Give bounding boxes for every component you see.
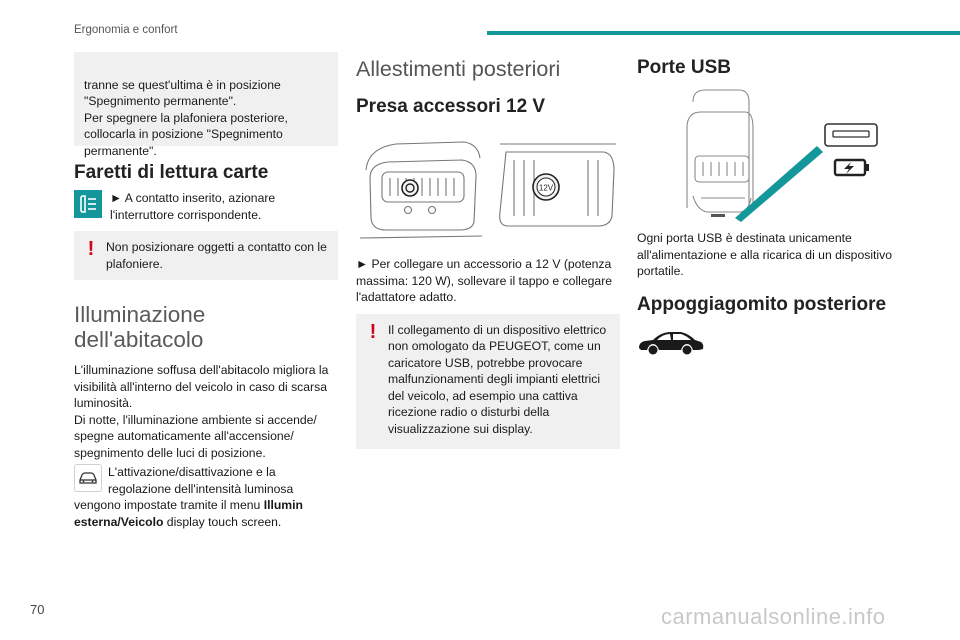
page-number: 70 [30,602,45,617]
interior-lighting-menu-after: display touch screen. [163,514,282,529]
rear-console-illustration: 12V [359,130,616,248]
column-left: tranne se quest'ultima è in posizione "S… [74,52,338,530]
warning-exclamation-icon: ! [87,238,95,260]
socket-warning-text: Il collegamento di un dispositivo elettr… [388,322,607,436]
socket-illustration: 12V [356,130,620,248]
interior-lighting-menu-before: L'attivazione/disattivazione e la regola… [74,465,294,512]
interior-lighting-menu: L'attivazione/disattivazione e la regola… [74,464,338,530]
car-icon [74,464,102,492]
heading-usb-ports: Porte USB [637,57,731,78]
header-accent-bar [487,31,960,35]
usb-console-illustration [686,89,878,222]
socket-warning-box: ! Il collegamento di un dispositivo elet… [356,313,620,449]
usb-port-icon [824,123,878,147]
column-middle: Allestimenti posteriori Presa accessori … [356,52,620,449]
heading-interior-lighting: Illuminazione dell'abitacolo [74,302,206,352]
socket-12v-label: 12V [539,184,554,193]
watermark: carmanualsonline.info [661,604,886,629]
intro-note-text: tranne se quest'ultima è in posizione "S… [84,77,288,158]
usb-text: Ogni porta USB è destinata unicamente al… [637,231,893,278]
socket-instruction-text: ► Per collegare un accessorio a 12 V (po… [356,257,613,304]
interior-lighting-menu-path: Illumin esterna/Veicolo [74,498,303,529]
reading-warning-box: ! Non posizionare oggetti a contatto con… [74,231,338,280]
usb-illustration [637,88,901,222]
heading-12v-socket: Presa accessori 12 V [356,96,546,117]
low-beam-lamp-icon [74,190,102,218]
heading-reading-lights: Faretti di lettura carte [74,162,269,183]
page-header-title: Ergonomia e confort [74,24,178,36]
reading-warning-text: Non posizionare oggetti a contatto con l… [106,240,327,271]
battery-charging-icon [833,158,869,177]
interior-lighting-text: L'illuminazione soffusa dell'abitacolo m… [74,363,329,460]
column-right: Porte USB Ogni p [637,52,901,361]
car-silhouette-icon [637,328,901,361]
reading-instruction: ► A contatto inserito, azionare l'interr… [74,190,338,223]
reading-instruction-text: ► A contatto inserito, azionare l'interr… [110,191,276,222]
warning-exclamation-icon: ! [369,320,377,343]
heading-rear-armrest: Appoggiagomito posteriore [637,293,887,315]
intro-note-box: tranne se quest'ultima è in posizione "S… [74,52,338,158]
section-title-rear-equipment: Allestimenti posteriori [356,57,561,81]
